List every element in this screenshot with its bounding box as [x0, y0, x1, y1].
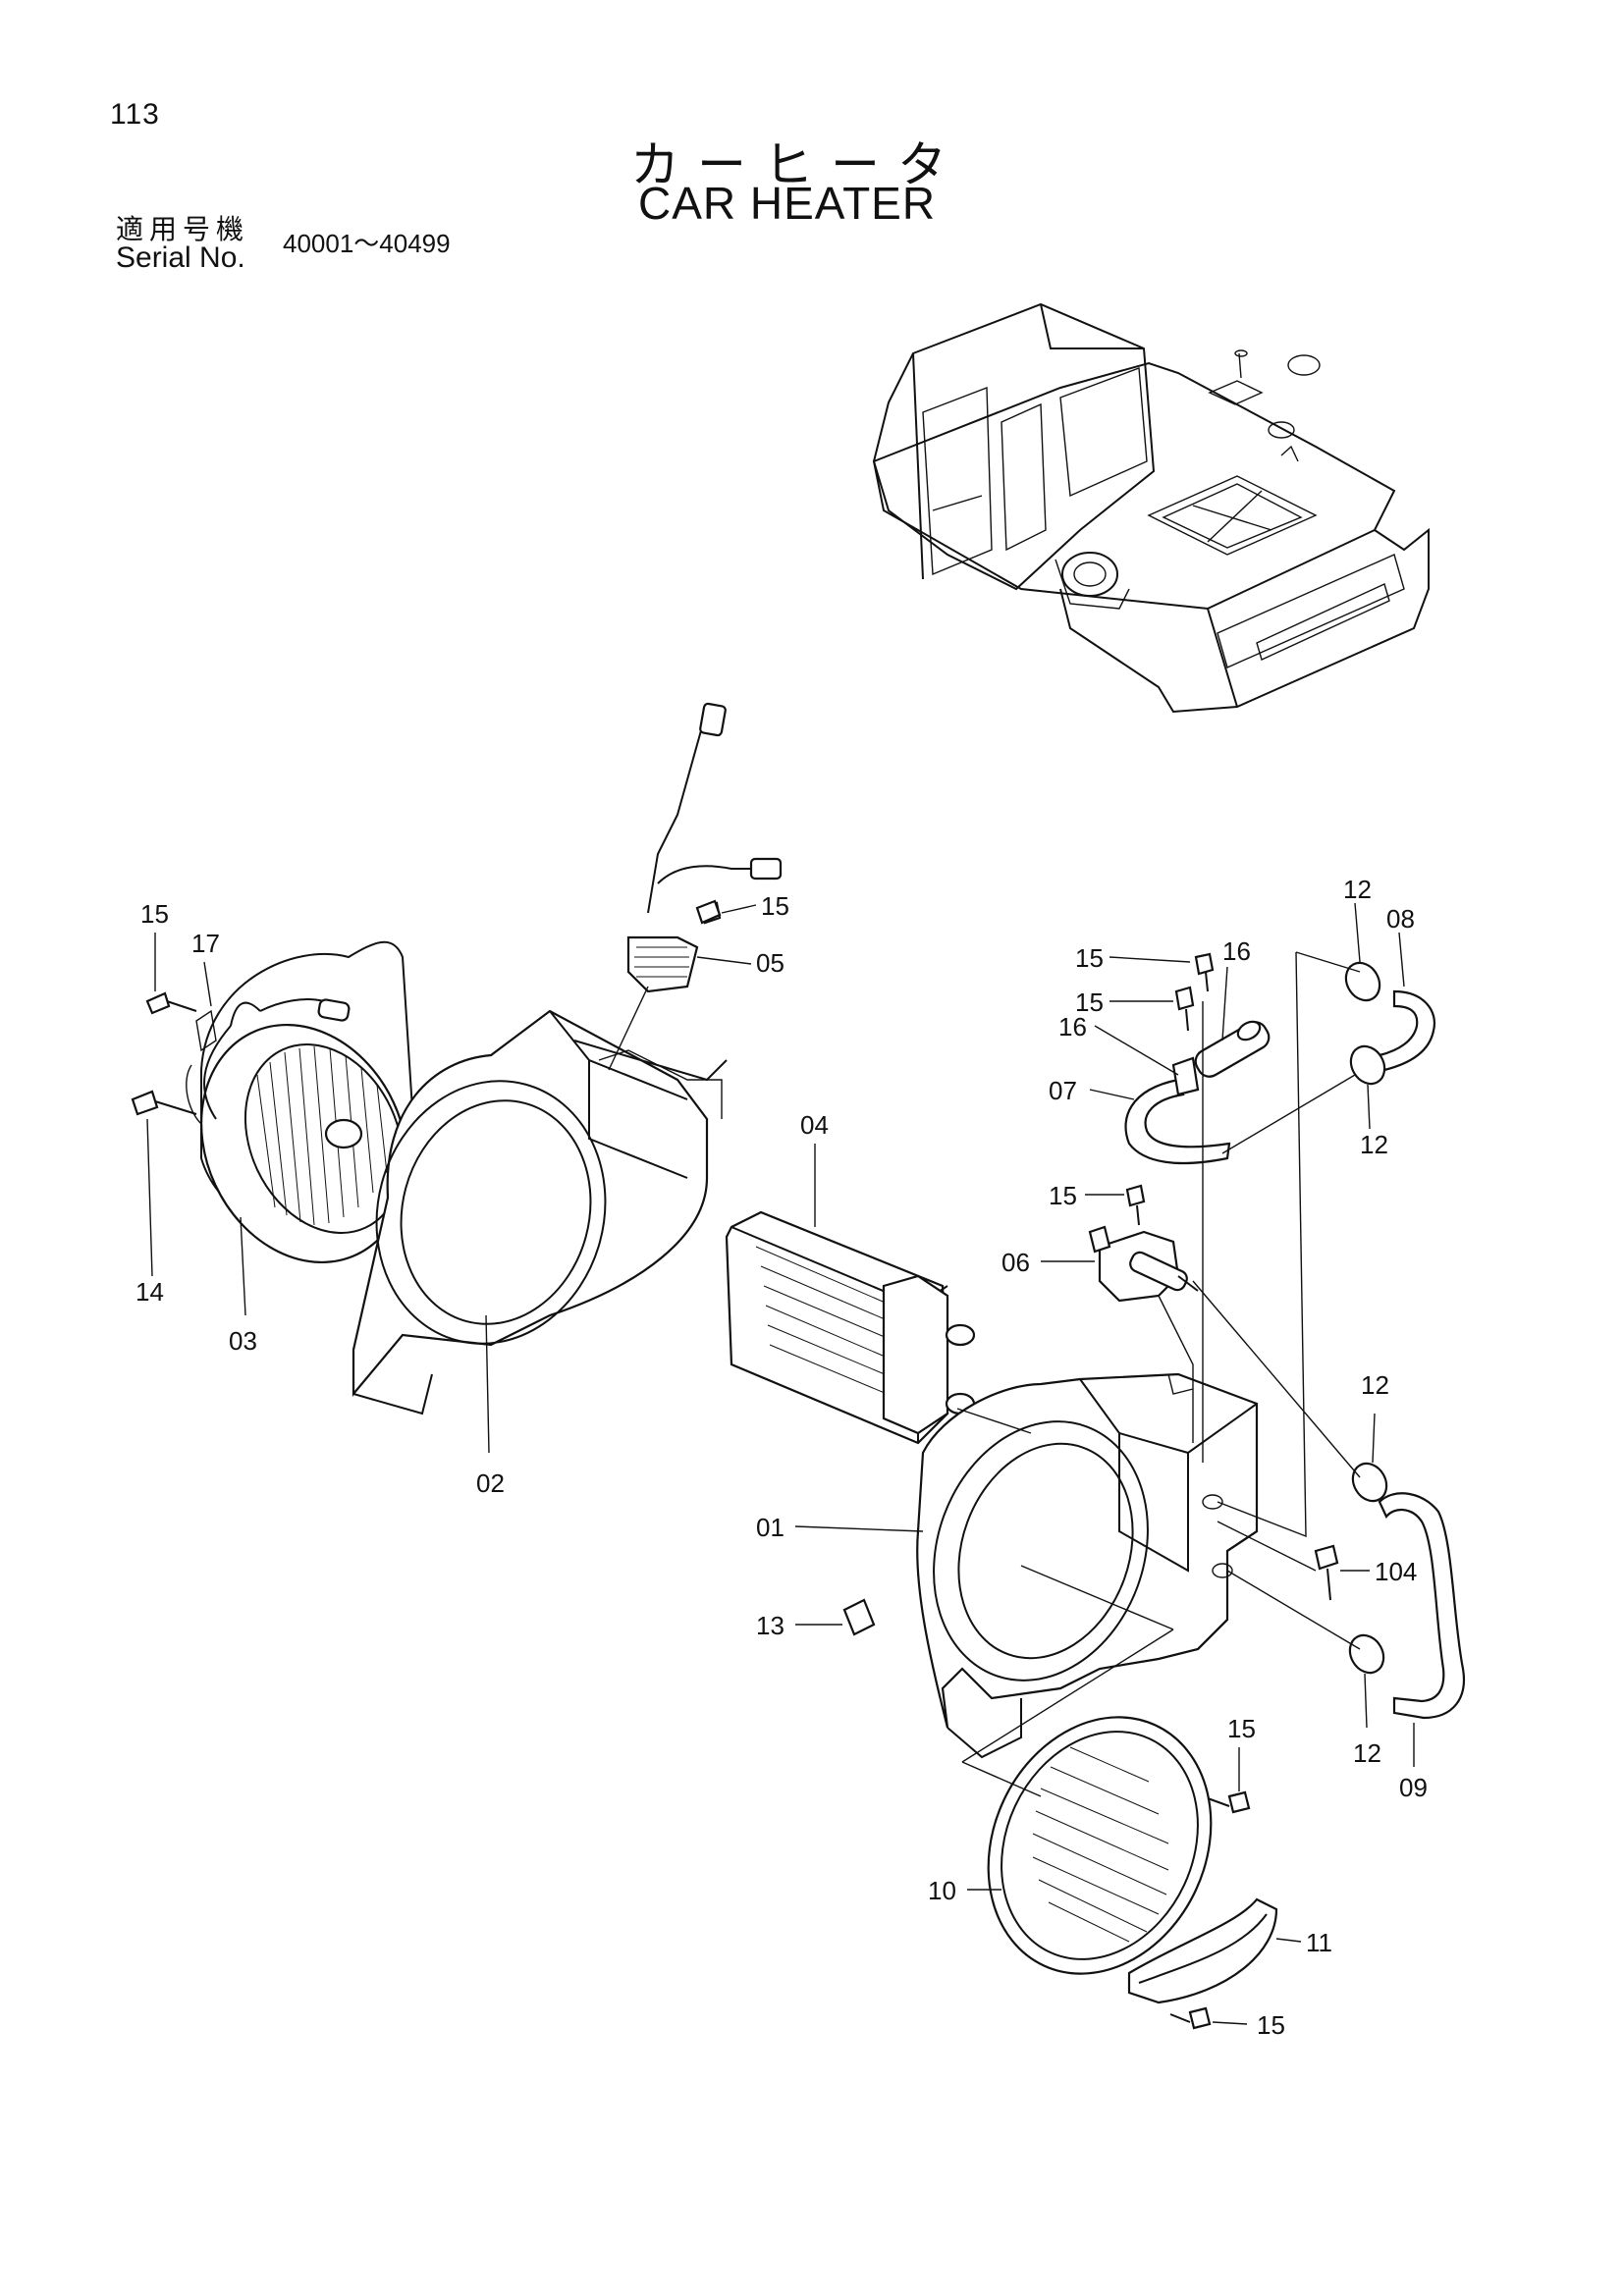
- callout-09: 09: [1399, 1773, 1428, 1802]
- callout-08: 08: [1386, 904, 1415, 934]
- bolt-14: [131, 1090, 197, 1116]
- bolt-15-sensor: [695, 899, 722, 925]
- callout-04: 04: [800, 1110, 829, 1140]
- callout-16: 16: [1058, 1012, 1087, 1041]
- assembly-guide-lines: [956, 951, 1361, 1797]
- bolt-15-cover: [1169, 2006, 1212, 2030]
- callout-15: 15: [1257, 2010, 1285, 2040]
- callout-15: 15: [761, 891, 789, 921]
- callout-15: 15: [1075, 988, 1104, 1017]
- leader-lines: [146, 902, 1415, 2025]
- serial-label-english: Serial No.: [116, 241, 245, 274]
- callout-17: 17: [191, 929, 220, 958]
- bolt-104: [1314, 1544, 1339, 1601]
- bolt-15-grille: [1207, 1790, 1251, 1814]
- grille-cover-11: [1127, 1897, 1278, 2004]
- callout-05: 05: [756, 948, 784, 978]
- callout-01: 01: [756, 1513, 784, 1542]
- callout-15: 15: [1227, 1714, 1256, 1743]
- hose-clamp-12-c: [1351, 1462, 1388, 1503]
- excavator-overview-illustration: [872, 302, 1430, 714]
- heater-core-04: [725, 1210, 976, 1445]
- bolt-15-blower: [145, 991, 197, 1015]
- hose-07: [1124, 1020, 1271, 1165]
- callout-12: 12: [1361, 1370, 1389, 1400]
- callout-15: 15: [140, 899, 169, 929]
- blower-motor-03: [186, 940, 414, 1264]
- callout-02: 02: [476, 1468, 505, 1498]
- front-grille-10: [987, 1716, 1213, 1975]
- hose-08: [1378, 989, 1436, 1072]
- callout-12: 12: [1343, 875, 1372, 904]
- bolt-15-hose: [1174, 986, 1195, 1032]
- serial-label-japanese: 適用号機: [116, 213, 250, 245]
- callout-12: 12: [1353, 1738, 1381, 1768]
- callout-12: 12: [1360, 1130, 1388, 1159]
- callout-07: 07: [1049, 1076, 1077, 1105]
- serial-range: 40001～40499: [283, 229, 451, 258]
- callout-11: 11: [1306, 1928, 1332, 1957]
- hose-09: [1378, 1492, 1466, 1720]
- callout-06: 06: [1001, 1248, 1030, 1277]
- callout-03: 03: [229, 1326, 257, 1356]
- callout-15: 15: [1075, 943, 1104, 973]
- callout-104: 104: [1375, 1557, 1417, 1586]
- heater-housing-01: [916, 1372, 1259, 1759]
- water-valve-06: [1088, 1225, 1199, 1303]
- bolt-15-valve-top: [1194, 952, 1215, 992]
- callout-15: 15: [1049, 1181, 1077, 1210]
- heater-housing-02: [352, 1009, 728, 1415]
- thermo-sensor-05: [608, 702, 783, 1071]
- callout-16: 16: [1222, 936, 1251, 966]
- title-japanese: カーヒータ: [630, 136, 964, 193]
- callout-14: 14: [135, 1277, 164, 1307]
- title-english: CAR HEATER: [638, 178, 937, 229]
- callout-10: 10: [928, 1876, 956, 1905]
- clip-13: [842, 1598, 876, 1636]
- hose-clamp-12-d: [1348, 1633, 1385, 1675]
- page-number: 113: [110, 98, 160, 131]
- callout-labels: 15 17 14 03 02 15 05 04 01 13 15 15 16 1…: [135, 875, 1428, 2040]
- bolt-15-valve: [1125, 1184, 1146, 1226]
- hose-clamp-12-b: [1349, 1044, 1386, 1086]
- hose-clamp-12-a: [1344, 961, 1381, 1002]
- callout-13: 13: [756, 1611, 784, 1640]
